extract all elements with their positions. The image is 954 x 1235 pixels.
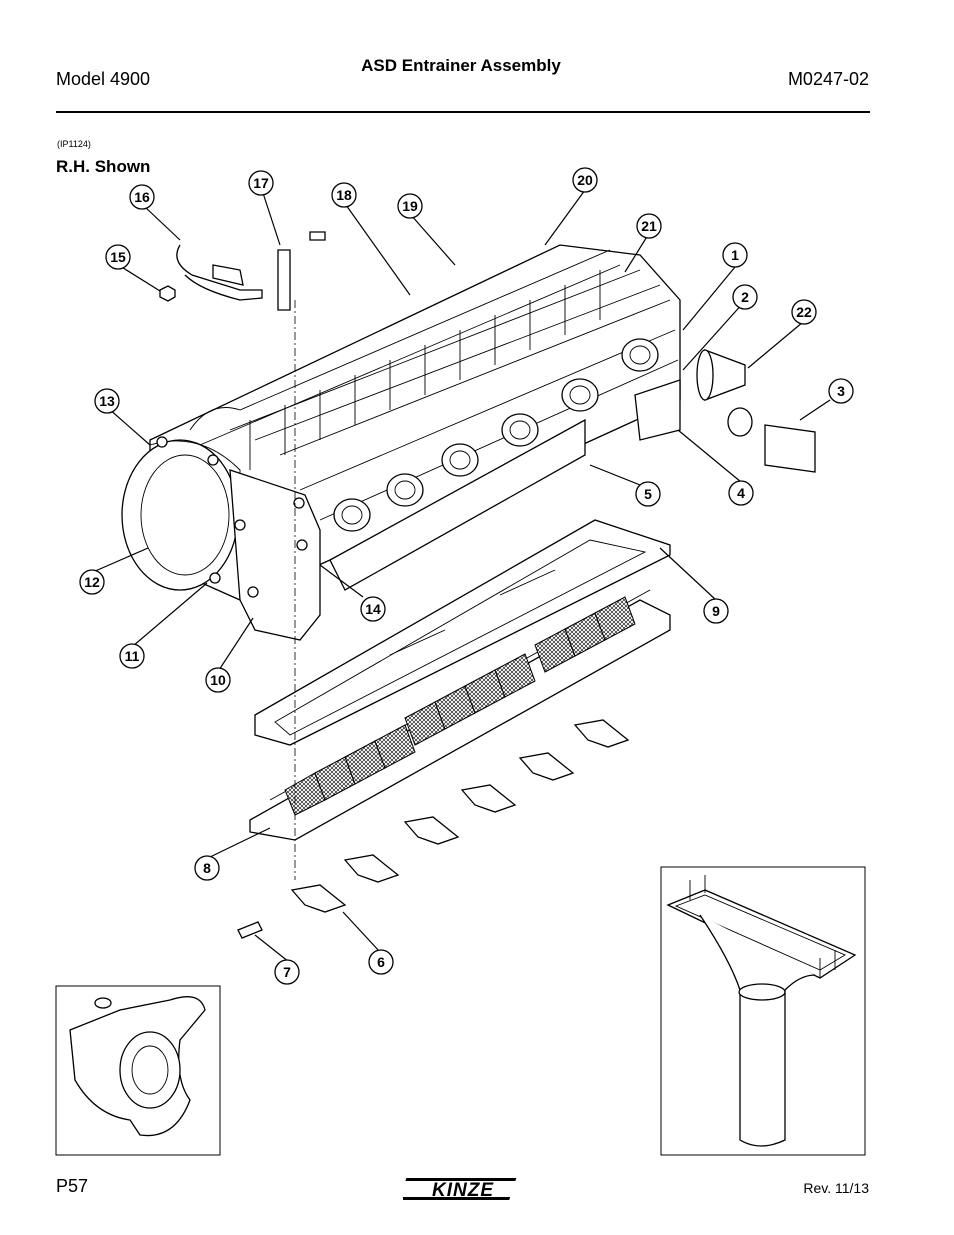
callout-6: 6: [368, 949, 394, 975]
latch-row: [290, 719, 630, 913]
callout-15: 15: [105, 244, 131, 270]
callout-2: 2: [732, 284, 758, 310]
page-title: ASD Entrainer Assembly: [361, 56, 561, 75]
svg-text:15: 15: [110, 249, 126, 265]
model-label: Model 4900: [56, 69, 151, 89]
callout-8: 8: [194, 855, 220, 881]
callout-1: 1: [722, 242, 748, 268]
document-number: M0247-02: [787, 69, 869, 89]
kinze-logo: KINZE: [399, 1176, 521, 1202]
callout-11: 11: [119, 643, 145, 669]
revision-date: Rev. 11/13: [803, 1180, 869, 1196]
callout-7: 7: [274, 959, 300, 985]
svg-text:21: 21: [641, 218, 657, 234]
callout-12: 12: [79, 569, 105, 595]
svg-text:11: 11: [125, 648, 140, 664]
svg-text:16: 16: [134, 189, 150, 205]
svg-text:13: 13: [99, 393, 115, 409]
callout-21: 21: [636, 213, 662, 239]
svg-text:3: 3: [837, 383, 845, 399]
callout-5: 5: [635, 481, 661, 507]
svg-text:2: 2: [741, 289, 749, 305]
callout-16: 16: [129, 184, 155, 210]
svg-text:18: 18: [336, 187, 352, 203]
svg-text:7: 7: [283, 964, 291, 980]
logo-lettering: KINZE: [432, 1180, 494, 1201]
gasket-frame: [254, 519, 671, 746]
svg-text:4: 4: [737, 485, 745, 501]
svg-text:8: 8: [203, 860, 211, 876]
callout-14: 14: [360, 596, 386, 622]
svg-text:22: 22: [796, 304, 812, 320]
svg-text:1: 1: [731, 247, 739, 263]
callout-13: 13: [94, 388, 120, 414]
inset-funnel: [660, 866, 866, 1156]
svg-text:19: 19: [402, 198, 418, 214]
inset-coupler: [55, 985, 221, 1156]
svg-text:14: 14: [365, 601, 381, 617]
callout-9: 9: [703, 598, 729, 624]
callout-18: 18: [331, 182, 357, 208]
callout-19: 19: [397, 193, 423, 219]
svg-text:17: 17: [253, 175, 269, 191]
entrainer-housing: [121, 244, 681, 641]
svg-text:9: 9: [712, 603, 720, 619]
small-parts: [159, 231, 326, 311]
svg-text:10: 10: [210, 672, 226, 688]
callout-3: 3: [828, 378, 854, 404]
callout-22: 22: [791, 299, 817, 325]
screen-tray: [249, 589, 671, 841]
callout-4: 4: [728, 480, 754, 506]
right-side-parts: [696, 349, 816, 473]
svg-text:6: 6: [377, 954, 385, 970]
callout-17: 17: [248, 170, 274, 196]
page-number: P57: [56, 1176, 89, 1196]
svg-text:12: 12: [84, 574, 100, 590]
svg-text:5: 5: [644, 486, 652, 502]
view-label: R.H. Shown: [56, 157, 151, 176]
callout-20: 20: [572, 167, 598, 193]
figure-id: (IP1124): [57, 139, 91, 149]
callout-10: 10: [205, 667, 231, 693]
pin-part: [237, 921, 263, 939]
svg-text:20: 20: [577, 172, 593, 188]
header-rule: [56, 111, 870, 113]
